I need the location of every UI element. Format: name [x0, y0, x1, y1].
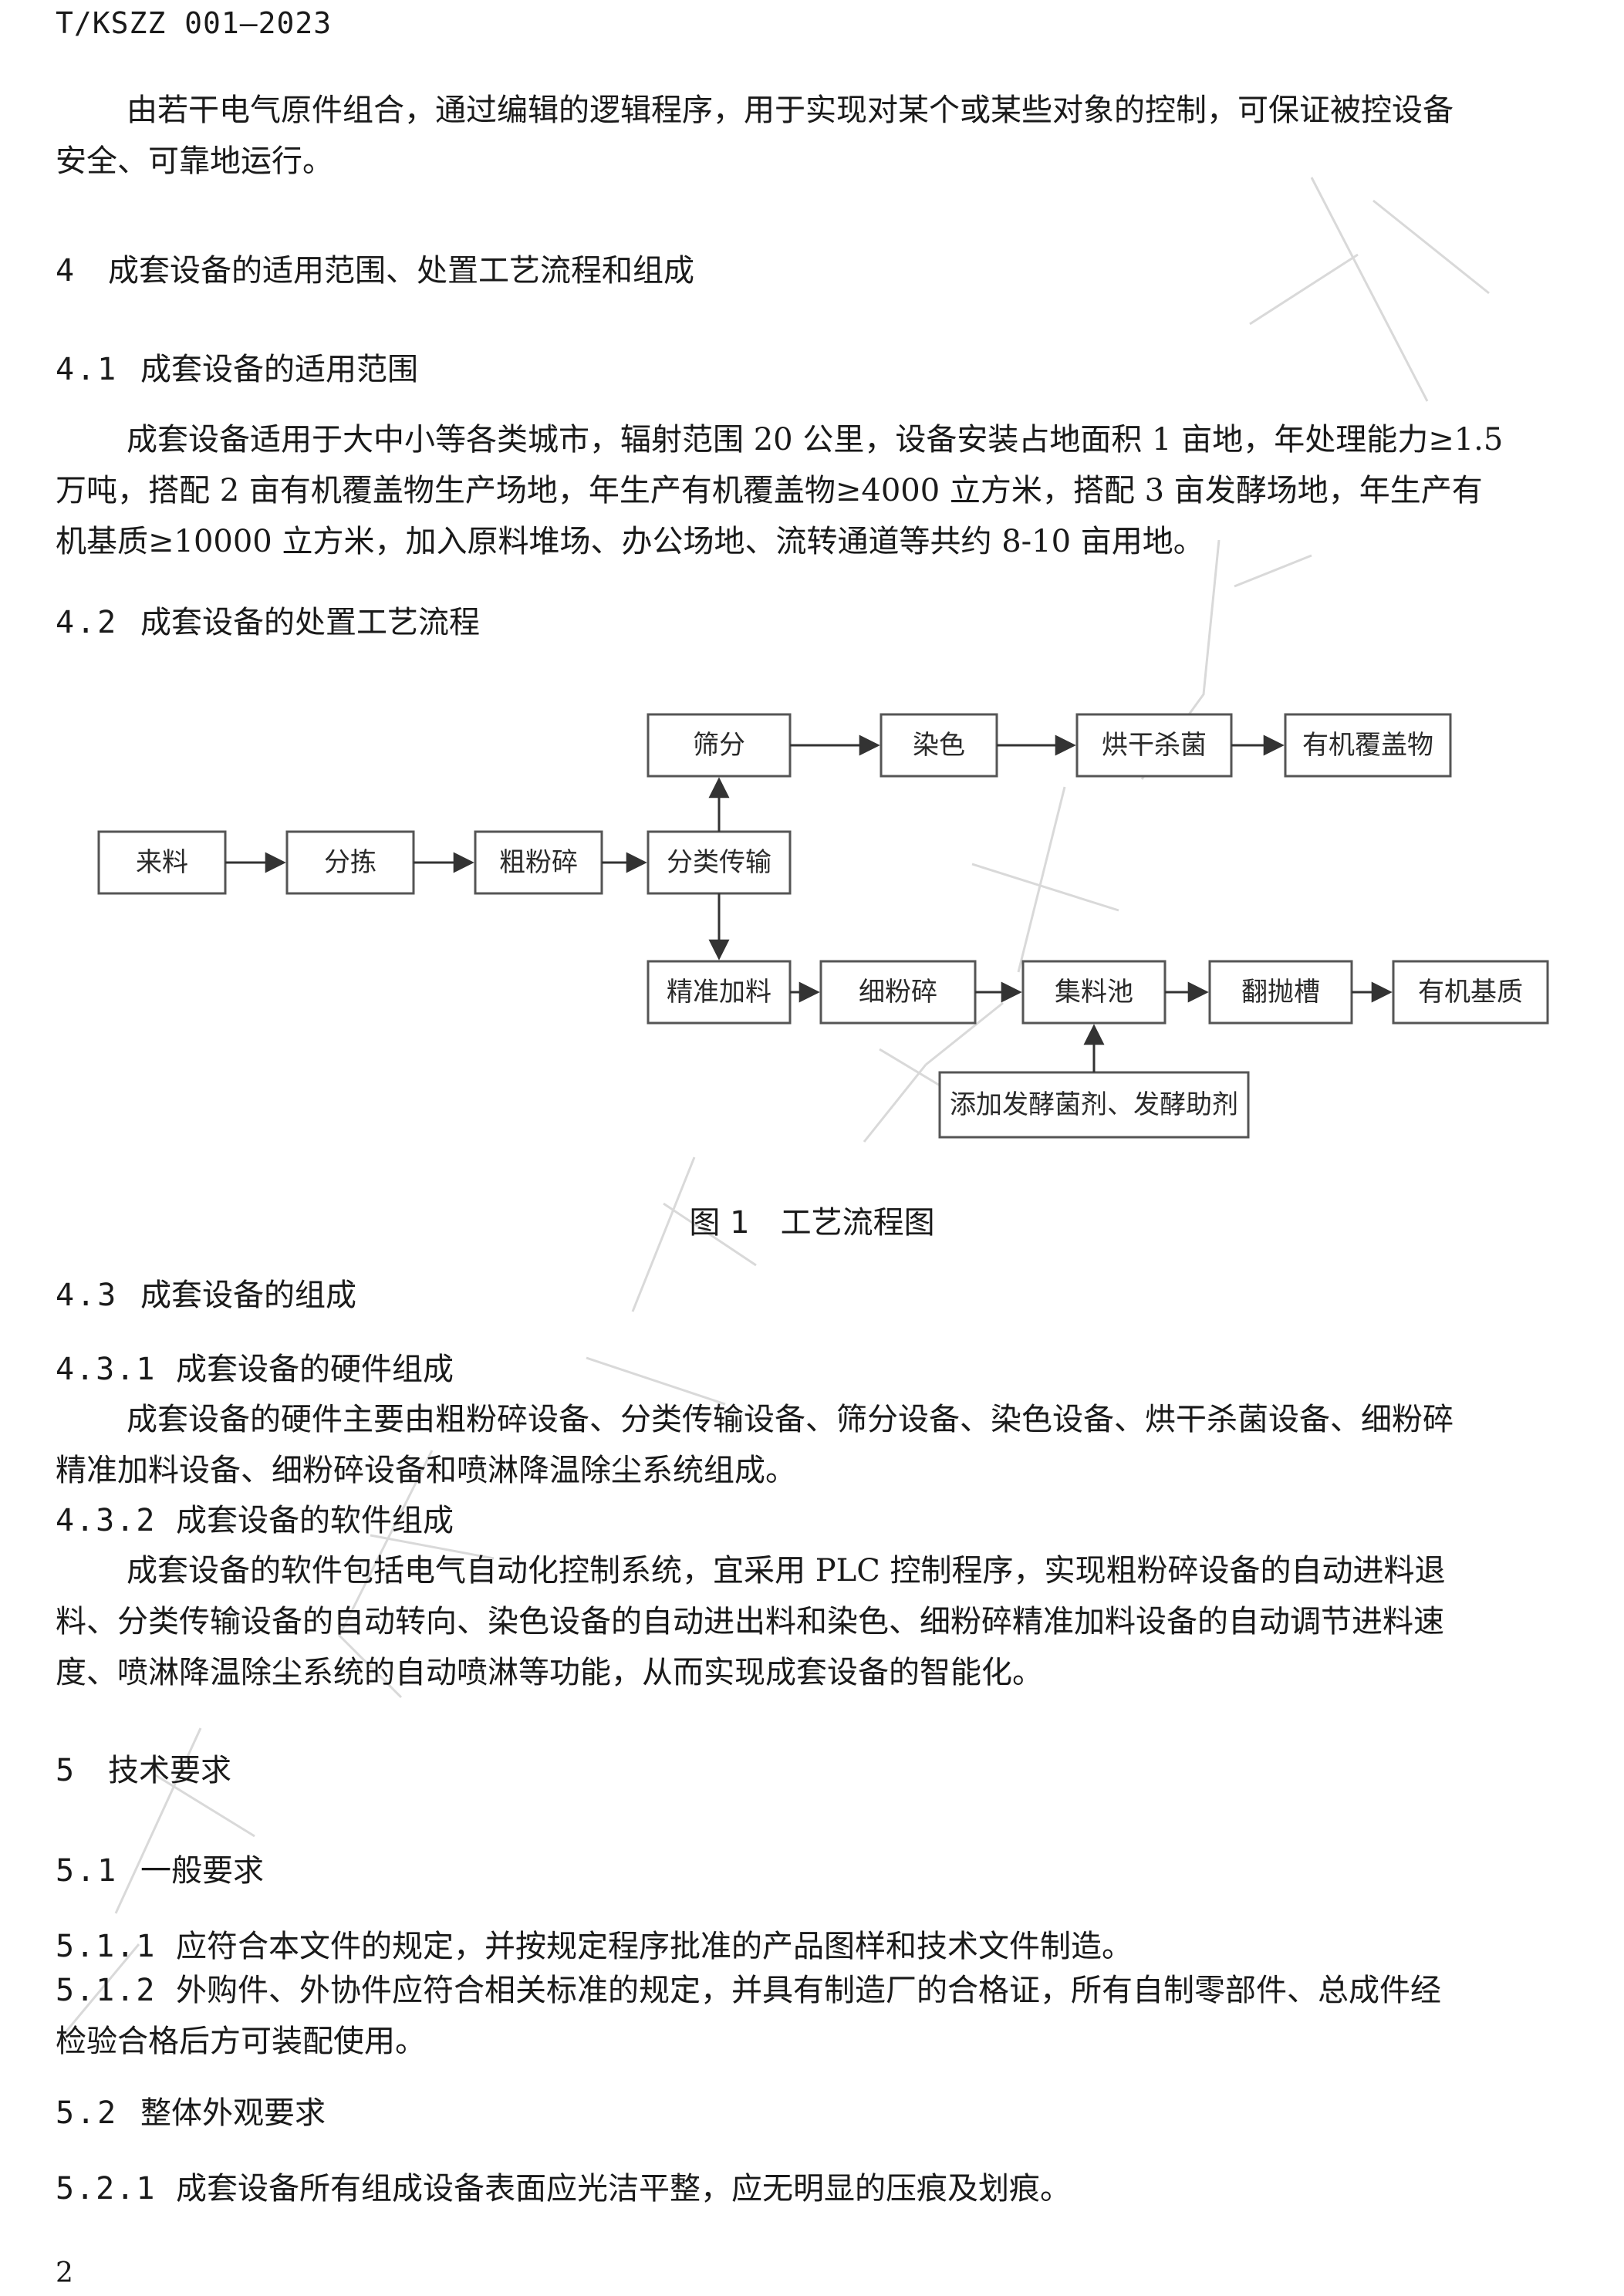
clause-number: 5.1.2 [56, 1973, 157, 2008]
section-4-3-2-paragraph: 成套设备的软件包括电气自动化控制系统，宜采用 PLC 控制程序，实现粗粉碎设备的… [56, 1545, 1568, 1698]
clause-5-1-2: 5.1.2 外购件、外协件应符合相关标准的规定，并具有制造厂的合格证，所有自制零部… [56, 1965, 1568, 2067]
section-title: 技术要求 [108, 1753, 231, 1788]
section-4-3-heading: 4.3 成套设备的组成 [56, 1270, 356, 1315]
text-line: 检验合格后方可装配使用。 [56, 2024, 426, 2059]
section-number: 4.2 [56, 605, 119, 640]
text-line: 成套设备的硬件主要由粗粉碎设备、分类传输设备、筛分设备、染色设备、烘干杀菌设备、… [127, 1402, 1453, 1437]
intro-paragraph: 由若干电气原件组合，通过编辑的逻辑程序，用于实现对某个或某些对象的控制，可保证被… [56, 85, 1568, 187]
text-line: 度、喷淋降温除尘系统的自动喷淋等功能，从而实现成套设备的智能化。 [56, 1655, 1043, 1690]
section-5-1-heading: 5.1 一般要求 [56, 1845, 264, 1890]
clause-number: 5.2.1 [56, 2171, 157, 2207]
text-line: 精准加料设备、细粉碎设备和喷淋降温除尘系统组成。 [56, 1453, 796, 1488]
section-title: 成套设备的适用范围、处置工艺流程和组成 [108, 253, 694, 289]
text-line: 安全、可靠地运行。 [56, 144, 333, 179]
section-title: 一般要求 [140, 1853, 264, 1889]
section-title: 整体外观要求 [140, 2095, 326, 2131]
box-ji-zhi [1392, 960, 1549, 1025]
clause-number: 5.1.1 [56, 1929, 157, 1964]
section-4-3-1-heading: 4.3.1 成套设备的硬件组成 [56, 1344, 454, 1389]
page-number: 2 [56, 2257, 73, 2289]
box-tian-jia [938, 1071, 1250, 1139]
clause-text: 应符合本文件的规定，并按规定程序批准的产品图样和技术文件制造。 [176, 1929, 1133, 1964]
clause-text: 外购件、外协件应符合相关标准的规定，并具有制造厂的合格证，所有自制零部件、总成件… [176, 1973, 1441, 2008]
box-fu-gai-wu [1284, 713, 1452, 778]
box-fan-pao-cao-label: 翻抛槽 [1241, 977, 1320, 1008]
section-4-1-paragraph: 成套设备适用于大中小等各类城市，辐射范围 20 公里，设备安装占地面积 1 亩地… [56, 414, 1568, 567]
section-5-2-heading: 5.2 整体外观要求 [56, 2088, 326, 2132]
process-flow-diagram: 来料 分拣 粗粉碎 分类传输 筛分 染色 烘干杀菌 有机覆盖物 精准加料 细粉碎… [97, 713, 1549, 1139]
text-line: 成套设备的软件包括电气自动化控制系统，宜采用 PLC 控制程序，实现粗粉碎设备的… [127, 1553, 1446, 1589]
section-number: 5.2 [56, 2095, 119, 2131]
text-line: 成套设备适用于大中小等各类城市，辐射范围 20 公里，设备安装占地面积 1 亩地… [127, 422, 1504, 458]
box-xi-fen-sui-label: 细粉碎 [859, 977, 937, 1008]
section-number: 4.3.1 [56, 1352, 157, 1387]
box-fu-gai-wu-label: 有机覆盖物 [1302, 730, 1433, 761]
box-fen-jian [285, 830, 415, 895]
text-line: 料、分类传输设备的自动转向、染色设备的自动进出料和染色、细粉碎精准加料设备的自动… [56, 1604, 1444, 1639]
figure-caption: 图 1 工艺流程图 [689, 1205, 935, 1241]
section-number: 4.3 [56, 1278, 119, 1313]
section-title: 成套设备的软件组成 [176, 1503, 454, 1538]
section-title: 成套设备的硬件组成 [176, 1352, 454, 1387]
section-number: 4.3.2 [56, 1503, 157, 1538]
text-line: 机基质≥10000 立方米，加入原料堆场、办公场地、流转通道等共约 8-10 亩… [56, 524, 1204, 559]
section-title: 成套设备的组成 [140, 1278, 356, 1313]
section-number: 4 [56, 253, 77, 289]
box-hong-gan-label: 烘干杀菌 [1102, 730, 1207, 761]
box-ji-liao-chi-label: 集料池 [1055, 977, 1133, 1008]
box-fen-jian-label: 分拣 [324, 847, 376, 878]
text-line: 万吨，搭配 2 亩有机覆盖物生产场地，年生产有机覆盖物≥4000 立方米，搭配 … [56, 473, 1483, 508]
text-line: 由若干电气原件组合，通过编辑的逻辑程序，用于实现对某个或某些对象的控制，可保证被… [127, 93, 1453, 128]
box-xi-fen-sui [819, 960, 977, 1025]
box-fan-pao-cao [1208, 960, 1353, 1025]
section-4-2-heading: 4.2 成套设备的处置工艺流程 [56, 597, 480, 642]
section-number: 5 [56, 1753, 77, 1788]
box-ran-se-label: 染色 [913, 730, 965, 761]
box-lai-liao-label: 来料 [136, 847, 188, 878]
section-4-1-heading: 4.1 成套设备的适用范围 [56, 344, 418, 389]
section-title: 成套设备的适用范围 [140, 352, 418, 387]
clause-text: 成套设备所有组成设备表面应光洁平整，应无明显的压痕及划痕。 [176, 2171, 1071, 2207]
section-4-3-1-paragraph: 成套设备的硬件主要由粗粉碎设备、分类传输设备、筛分设备、染色设备、烘干杀菌设备、… [56, 1394, 1568, 1496]
box-shai-fen-label: 筛分 [693, 730, 745, 761]
box-tian-jia-label: 添加发酵菌剂、发酵助剂 [950, 1089, 1238, 1120]
box-ran-se [880, 713, 998, 778]
box-cu-fen-sui-label: 粗粉碎 [499, 847, 578, 878]
clause-5-2-1: 5.2.1 成套设备所有组成设备表面应光洁平整，应无明显的压痕及划痕。 [56, 2163, 1071, 2208]
box-ji-zhi-label: 有机基质 [1418, 977, 1523, 1008]
section-title: 成套设备的处置工艺流程 [140, 605, 480, 640]
box-fen-lei-label: 分类传输 [667, 847, 771, 878]
box-jing-zhun-label: 精准加料 [667, 977, 771, 1008]
document-id: T/KSZZ 001—2023 [56, 6, 333, 40]
section-4-heading: 4 成套设备的适用范围、处置工艺流程和组成 [56, 245, 694, 290]
section-number: 4.1 [56, 352, 119, 387]
clause-5-1-1: 5.1.1 应符合本文件的规定，并按规定程序批准的产品图样和技术文件制造。 [56, 1921, 1133, 1966]
text-line: 5.1.2 外购件、外协件应符合相关标准的规定，并具有制造厂的合格证，所有自制零部… [56, 1965, 1568, 2016]
section-5-heading: 5 技术要求 [56, 1745, 231, 1790]
section-number: 5.1 [56, 1853, 119, 1889]
section-4-3-2-heading: 4.3.2 成套设备的软件组成 [56, 1495, 454, 1540]
